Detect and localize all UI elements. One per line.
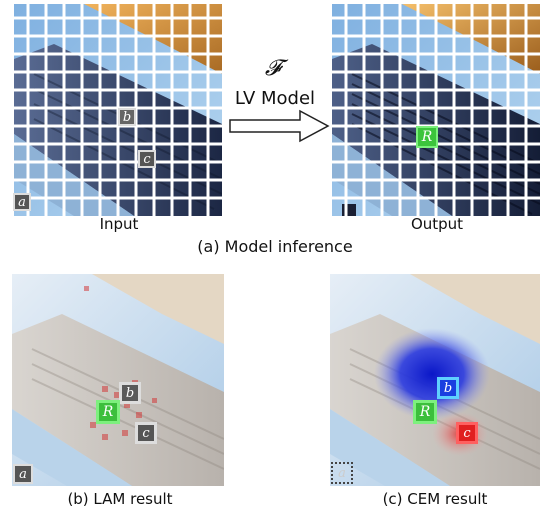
patch-b-lam: b bbox=[119, 382, 141, 404]
input-image bbox=[14, 4, 222, 216]
lam-heatmap-art bbox=[12, 274, 224, 486]
patch-r-cem: R bbox=[413, 400, 437, 424]
patch-b-cem: b bbox=[437, 377, 459, 399]
output-caption: Output bbox=[410, 215, 464, 233]
input-grid bbox=[14, 4, 222, 216]
patch-a-input: a bbox=[13, 193, 31, 211]
patch-a-lam: a bbox=[13, 464, 33, 484]
output-image bbox=[332, 4, 540, 216]
patch-a-cem: a bbox=[331, 462, 353, 484]
cem-caption: (c) CEM result bbox=[382, 490, 488, 508]
patch-b-input: b bbox=[118, 108, 136, 126]
patch-r-output: R bbox=[416, 126, 438, 148]
patch-c-input: c bbox=[138, 150, 156, 168]
patch-c-cem: c bbox=[456, 422, 478, 444]
cem-heatmap-art bbox=[330, 274, 540, 486]
right-arrow-icon bbox=[229, 109, 330, 143]
cem-result-image bbox=[330, 274, 540, 486]
lv-model-label: LV Model bbox=[234, 88, 316, 109]
operator-symbol: 𝓕 bbox=[264, 56, 282, 81]
lam-result-image bbox=[12, 274, 224, 486]
patch-c-lam: c bbox=[135, 422, 157, 444]
model-inference-caption: (a) Model inference bbox=[197, 237, 353, 256]
output-grid bbox=[332, 4, 540, 216]
lam-caption: (b) LAM result bbox=[67, 490, 173, 508]
input-caption: Input bbox=[99, 215, 139, 233]
patch-r-lam: R bbox=[96, 400, 120, 424]
